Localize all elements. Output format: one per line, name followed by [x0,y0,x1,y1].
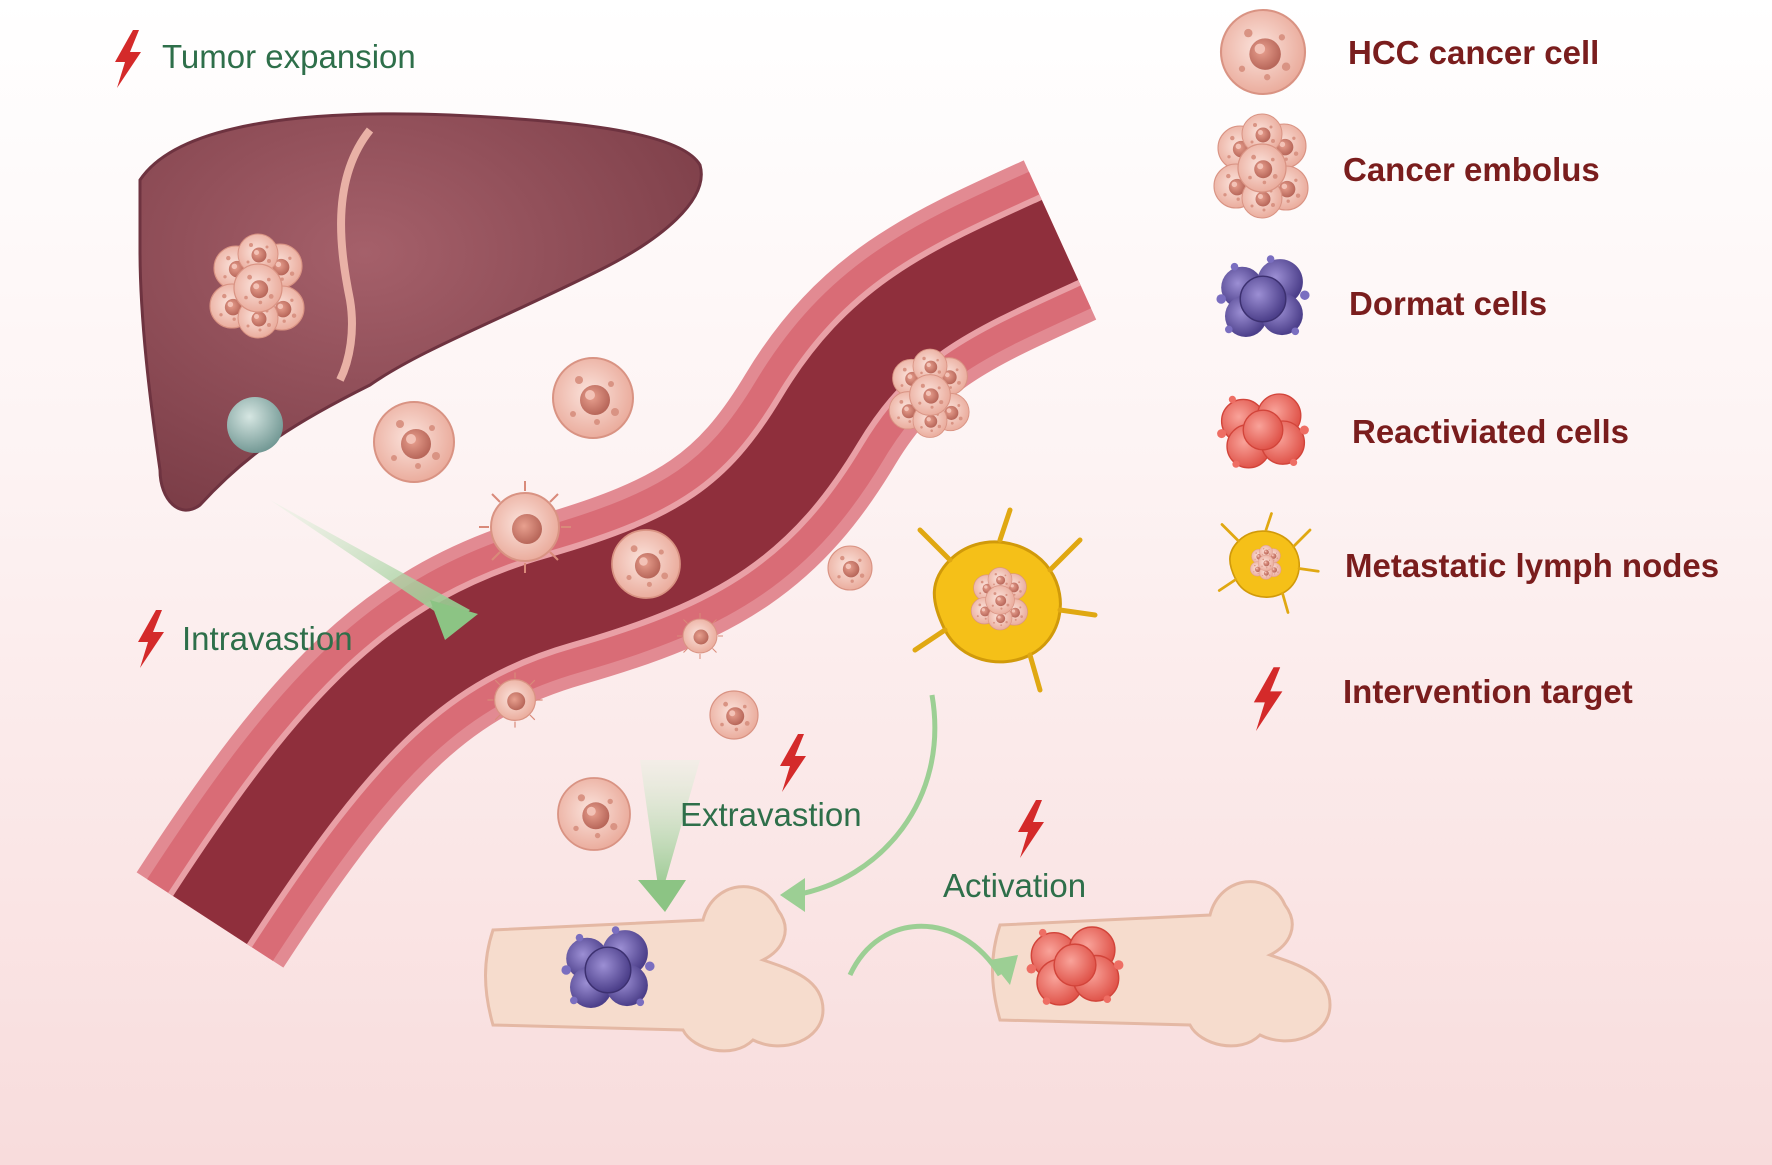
tumor-expansion-bolt-icon [115,30,141,88]
legend-hcc-cell-label: HCC cancer cell [1348,34,1600,71]
bone-dormant [484,885,825,1053]
lymph-to-bone-arrow [794,694,938,898]
hcc-cell [557,777,631,851]
stage-extravasation: Extravastion [680,796,862,833]
legend-hcc-cell-icon [1219,8,1307,96]
intravasation-bolt-icon [138,610,164,668]
metastatic-lymph-node [915,510,1095,690]
legend-reactivated-cells-icon [1216,393,1310,469]
legend-reactivated-cells-label: Reactiviated cells [1352,413,1629,450]
stage-tumor-expansion: Tumor expansion [162,38,416,75]
activation-arrow [847,923,1003,977]
hcc-cell [611,529,681,599]
legend-dormant-cells-label: Dormat cells [1349,285,1548,322]
hcc-cell [478,480,572,574]
legend-cancer-embolus-label: Cancer embolus [1343,151,1600,188]
intravasation-arrow [270,500,470,625]
blood-vessel [136,160,1097,968]
extravasation-bolt-icon [780,734,806,792]
hcc-cell [373,401,455,483]
legend-intervention-target-icon [1253,667,1283,731]
legend-dormant-cells-icon [1215,254,1311,338]
legend-cancer-embolus-icon [1214,114,1308,218]
activation-bolt-icon [1018,800,1044,858]
stage-intravasation: Intravastion [182,620,353,657]
extravasation-arrow [640,760,700,900]
stage-activation: Activation [943,867,1087,904]
legend-intervention-target-label: Intervention target [1343,673,1633,710]
liver [138,112,703,512]
legend-lymph-node-icon [1217,512,1320,614]
legend-lymph-nodes-label: Metastatic lymph nodes [1345,547,1720,584]
bone-reactivated [991,880,1332,1048]
cancer-embolus [889,349,969,437]
hcc-cell [552,357,634,439]
